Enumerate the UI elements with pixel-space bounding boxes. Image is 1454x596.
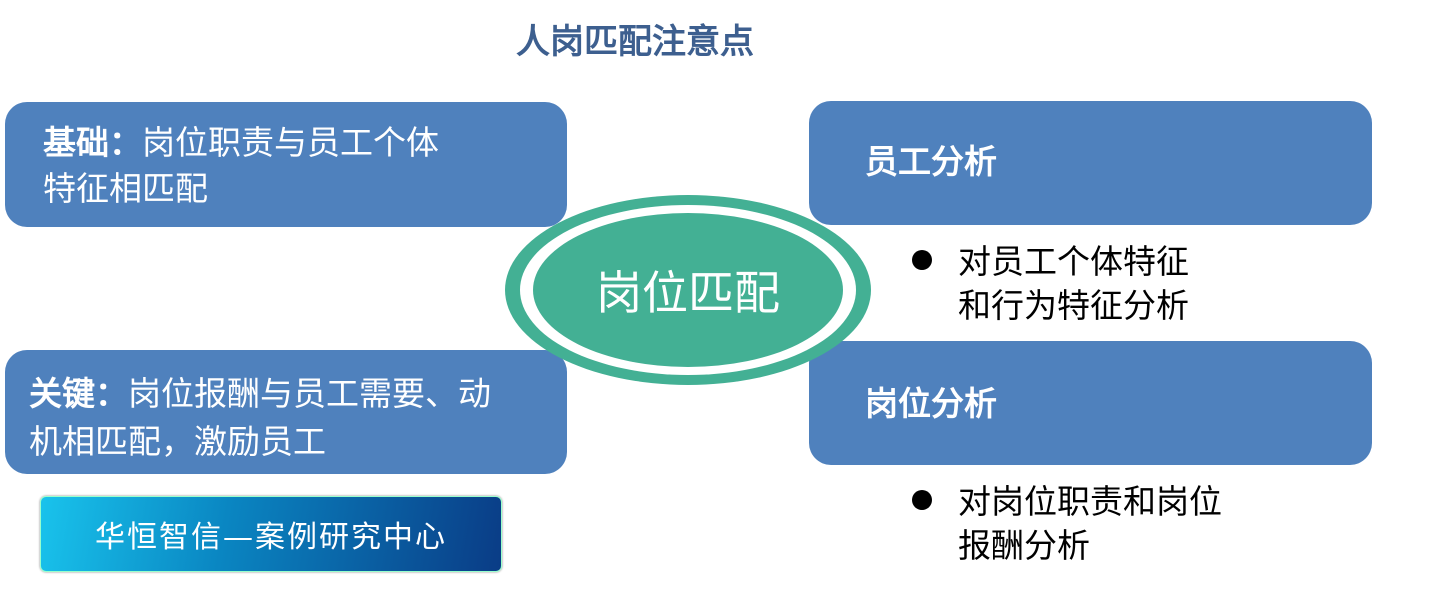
page-title: 人岗匹配注意点 — [516, 22, 754, 62]
key-box: 关键：岗位报酬与员工需要、动 机相匹配，激励员工 — [5, 350, 567, 474]
center-label: 岗位匹配 — [596, 266, 780, 320]
bullet-icon — [912, 250, 932, 270]
logo-banner: 华恒智信—案例研究中心 — [40, 496, 502, 572]
key-text-1: 岗位报酬与员工需要、动 — [128, 374, 491, 413]
basis-text-2: 特征相匹配 — [43, 169, 208, 208]
employee-analysis-bullet: 对员工个体特征 和行为特征分析 — [912, 240, 1189, 328]
employee-analysis-box: 员工分析 — [809, 101, 1372, 225]
bullet-icon — [912, 490, 932, 510]
bullet-text-1: 对员工个体特征 — [958, 242, 1189, 281]
bullet-text-1: 对岗位职责和岗位 — [958, 482, 1222, 521]
position-analysis-bullet: 对岗位职责和岗位 报酬分析 — [912, 480, 1222, 568]
basis-box: 基础：岗位职责与员工个体 特征相匹配 — [5, 102, 567, 227]
position-analysis-box: 岗位分析 — [809, 341, 1372, 465]
bullet-text-2: 和行为特征分析 — [958, 286, 1189, 325]
bullet-text-2: 报酬分析 — [958, 526, 1090, 565]
key-label: 关键： — [29, 374, 128, 413]
center-ellipse: 岗位匹配 — [533, 213, 843, 367]
basis-text-1: 岗位职责与员工个体 — [142, 123, 439, 162]
key-text-2: 机相匹配，激励员工 — [29, 422, 326, 461]
basis-label: 基础： — [43, 123, 142, 162]
